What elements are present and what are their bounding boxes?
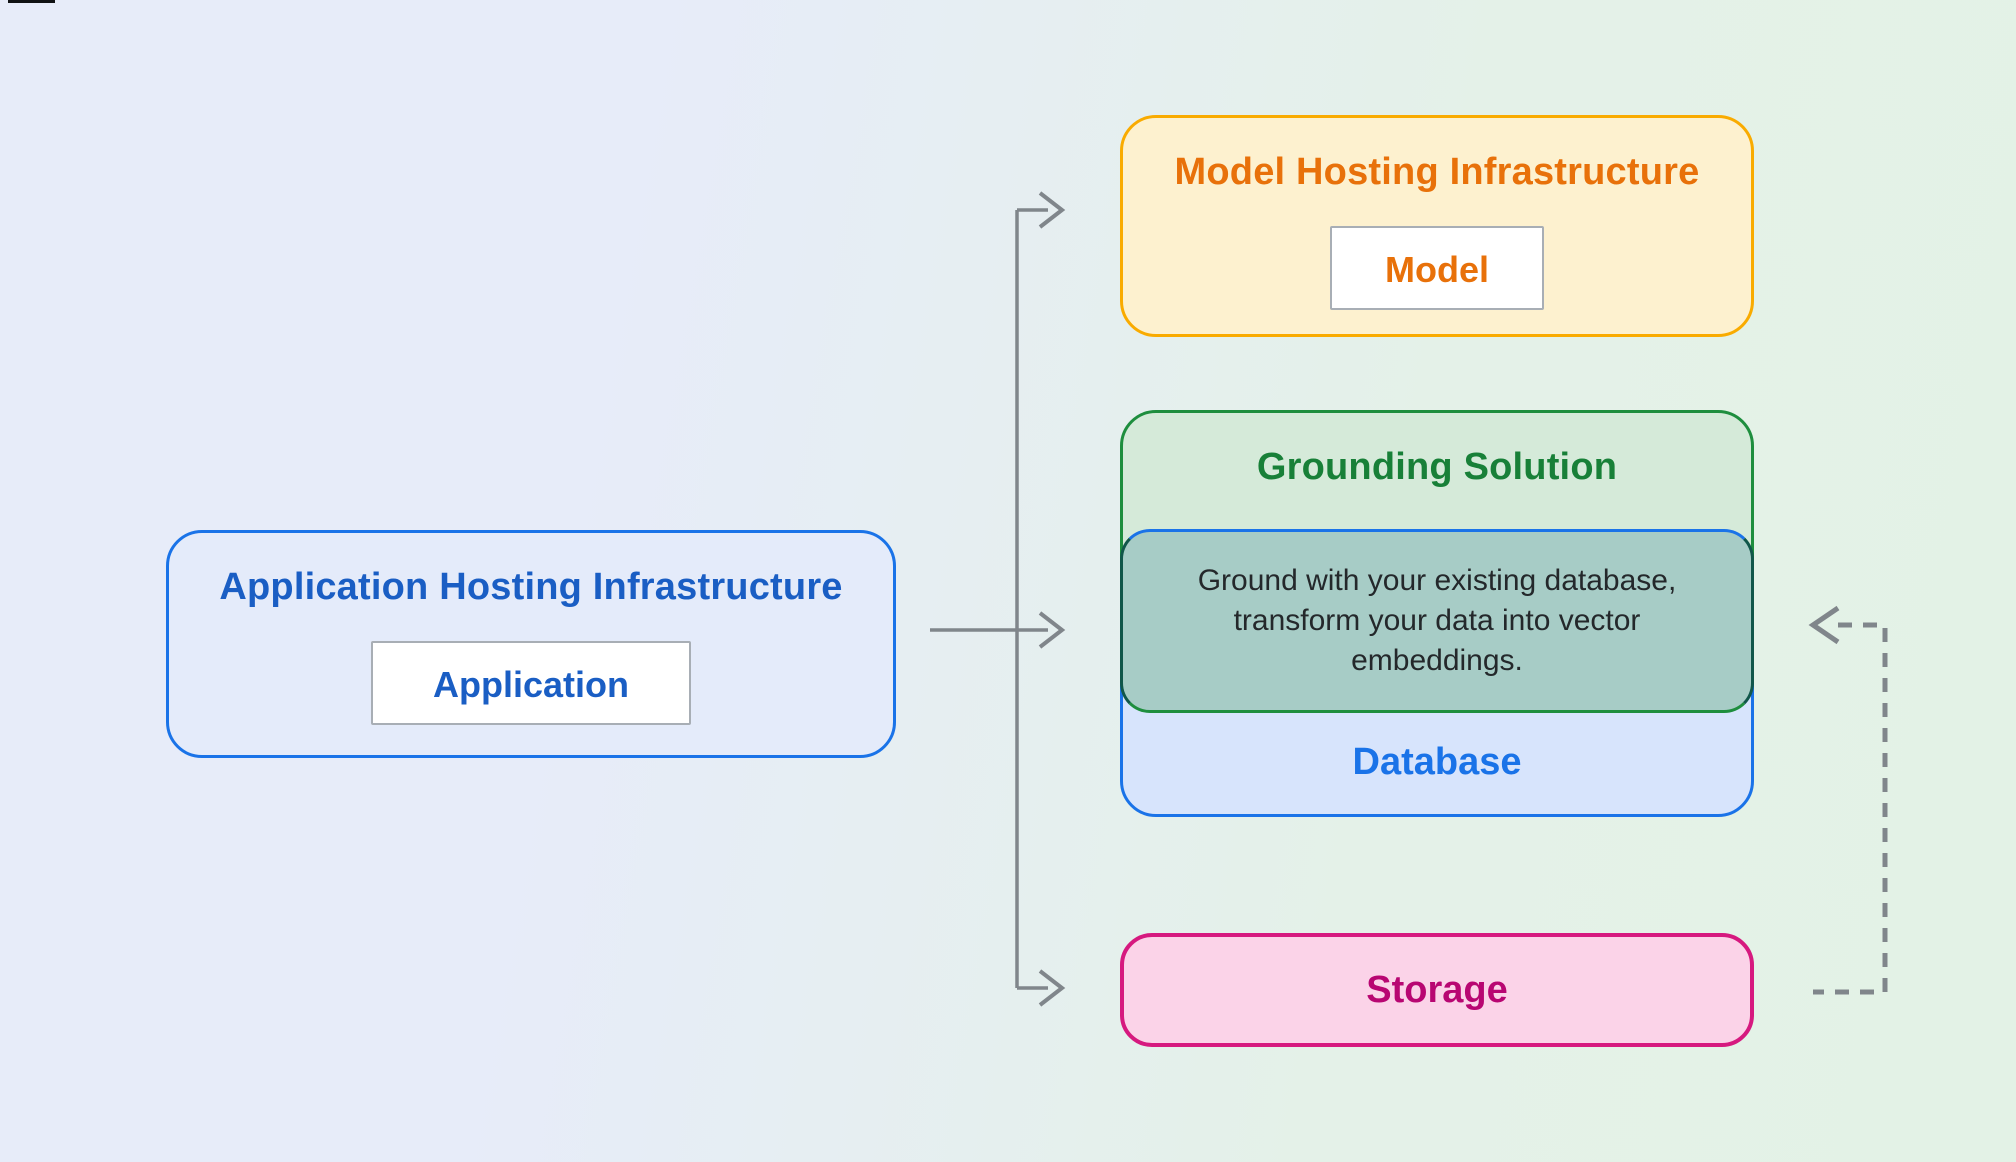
storage-label: Storage (1366, 968, 1508, 1011)
grounding-note: Ground with your existing database, tran… (1120, 529, 1754, 713)
application-chip: Application (371, 641, 691, 725)
database-label: Database (1352, 740, 1522, 783)
grounding-note-line: embeddings. (1351, 644, 1523, 677)
model-chip: Model (1330, 226, 1544, 310)
storage-box: Storage (1120, 933, 1754, 1047)
arrow-app-to-grounding (930, 611, 1066, 649)
grounding-solution-title: Grounding Solution (1256, 446, 1618, 488)
application-hosting-title: Application Hosting Infrastructure (219, 566, 843, 608)
arrow-to-model (1017, 191, 1066, 229)
grounding-note-line: transform your data into vector (1233, 604, 1641, 637)
screen-edge-artifact (8, 0, 55, 3)
arrow-to-storage (1017, 969, 1066, 1007)
dashed-connector-storage-to-database (1808, 605, 1888, 995)
model-hosting-title: Model Hosting Infrastructure (1174, 151, 1700, 193)
application-hosting-box: Application Hosting Infrastructure Appli… (166, 530, 896, 758)
model-hosting-box: Model Hosting Infrastructure Model (1120, 115, 1754, 337)
grounding-note-line: Ground with your existing database, (1197, 564, 1677, 597)
